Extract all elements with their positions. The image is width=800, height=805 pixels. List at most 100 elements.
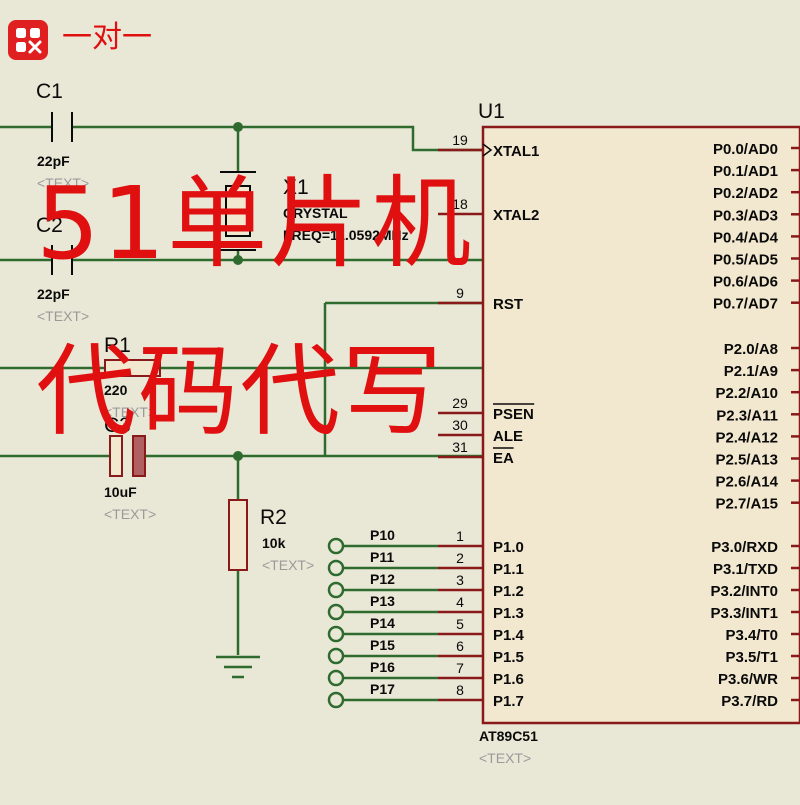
pin-label: P0.2/AD2: [713, 185, 778, 202]
u1-part: AT89C51: [479, 728, 538, 744]
pin-number: 30: [452, 417, 468, 433]
pin-label: P0.0/AD0: [713, 141, 778, 158]
terminal-icon: [327, 537, 345, 555]
pin-label: P0.5/AD5: [713, 252, 778, 269]
pin-label: P2.2/A10: [715, 385, 778, 402]
pin-label: P3.1/TXD: [713, 561, 778, 578]
pin-label: P0.7/AD7: [713, 296, 778, 313]
pin-number: 3: [456, 572, 464, 588]
junction-c1: [233, 122, 243, 132]
pin-label: P3.4/T0: [725, 627, 778, 644]
overlay-subtitle: 代码代写: [36, 333, 444, 450]
u1-text-placeholder: <TEXT>: [479, 750, 531, 766]
c1-ref: C1: [36, 80, 63, 103]
c3-plate-right: [132, 435, 146, 477]
terminal-label: P12: [370, 571, 395, 587]
pin-number: 19: [452, 132, 468, 148]
terminal-icon: [327, 559, 345, 577]
c3-ref: C3: [104, 414, 131, 437]
pin-number: 1: [456, 528, 464, 544]
terminal-label: P11: [370, 549, 394, 565]
pin-label: P3.6/WR: [718, 671, 778, 688]
terminal-label: P16: [370, 659, 395, 675]
clock-marker-icon: [482, 143, 493, 157]
r2-text-placeholder: <TEXT>: [262, 557, 314, 573]
pin-label: P3.2/INT0: [710, 583, 778, 600]
r1-value: 220: [104, 382, 128, 398]
pin-label: P0.3/AD3: [713, 207, 778, 224]
c2-value: 22pF: [37, 286, 70, 302]
c2-text-placeholder: <TEXT>: [37, 308, 89, 324]
pin-label: P1.4: [493, 627, 525, 644]
r2-value: 10k: [262, 535, 286, 551]
pin-number: 2: [456, 550, 464, 566]
pin-number: 4: [456, 594, 464, 610]
terminal-label: P13: [370, 593, 395, 609]
terminal-icon: [327, 669, 345, 687]
pin-label: P2.1/A9: [724, 363, 778, 380]
pin-label: XTAL1: [493, 143, 539, 160]
junction-r2: [233, 451, 243, 461]
r1-text-placeholder: <TEXT>: [104, 404, 156, 420]
pin-number: 8: [456, 682, 464, 698]
pin-label: P2.0/A8: [724, 341, 778, 358]
pin-number: 9: [456, 285, 464, 301]
pin-number: 29: [452, 395, 468, 411]
pin-label: XTAL2: [493, 207, 539, 224]
pin-label: RST: [493, 296, 523, 313]
junction-c2: [233, 255, 243, 265]
pin-number: 18: [452, 196, 468, 212]
pin-number: 5: [456, 616, 464, 632]
r2-ref: R2: [260, 506, 287, 529]
pin-label: P3.3/INT1: [710, 605, 778, 622]
terminal-icon: [327, 625, 345, 643]
terminal-label: P17: [370, 681, 395, 697]
pin-label: P3.0/RXD: [711, 539, 778, 556]
terminal-icon: [327, 581, 345, 599]
pin-number: 7: [456, 660, 464, 676]
pin-number: 31: [452, 439, 468, 455]
pin-label: P2.6/A14: [715, 474, 778, 491]
pin-label: P1.5: [493, 649, 524, 666]
x1-type: CRYSTAL: [283, 205, 348, 221]
terminal-icon: [327, 603, 345, 621]
c3-value: 10uF: [104, 484, 137, 500]
terminal-icon: [327, 647, 345, 665]
pin-label: P2.7/A15: [715, 496, 778, 513]
r1-body: [104, 359, 161, 377]
app-logo-icon: [8, 20, 48, 60]
pin-label: P0.1/AD1: [713, 163, 778, 180]
x1-crystal-body: [225, 185, 251, 237]
wire-c3-r2: [0, 454, 325, 655]
pin-label: P0.4/AD4: [713, 229, 779, 246]
r1-ref: R1: [104, 334, 131, 357]
overlay-title: 51单片机: [36, 165, 474, 282]
x1-freq: FREQ=11.0592MHz: [283, 227, 409, 243]
pin-label: EA: [493, 450, 514, 467]
u1-chip-body: [481, 125, 800, 725]
pin-label: P2.3/A11: [716, 407, 778, 424]
pin-label: P1.0: [493, 539, 524, 556]
pin-label: PSEN: [493, 406, 534, 423]
terminal-label: P14: [370, 615, 395, 631]
pin-label: P3.7/RD: [721, 693, 778, 710]
c2-ref: C2: [36, 214, 63, 237]
terminal-icon: [327, 691, 345, 709]
terminal-label: P15: [370, 637, 395, 653]
c3-plate-left: [109, 435, 123, 477]
pin-label: P1.1: [493, 561, 524, 578]
pin-label: P0.6/AD6: [713, 274, 778, 291]
pin-label: P2.4/A12: [715, 429, 778, 446]
pin-number: 6: [456, 638, 464, 654]
pin-label: P1.3: [493, 605, 524, 622]
terminal-label: P10: [370, 527, 395, 543]
c1-value: 22pF: [37, 153, 70, 169]
c1-text-placeholder: <TEXT>: [37, 175, 89, 191]
x1-ref: X1: [283, 176, 309, 199]
pin-label: P1.6: [493, 671, 524, 688]
c3-text-placeholder: <TEXT>: [104, 506, 156, 522]
pin-label: P1.2: [493, 583, 524, 600]
badge-text: 一对一: [62, 20, 152, 55]
